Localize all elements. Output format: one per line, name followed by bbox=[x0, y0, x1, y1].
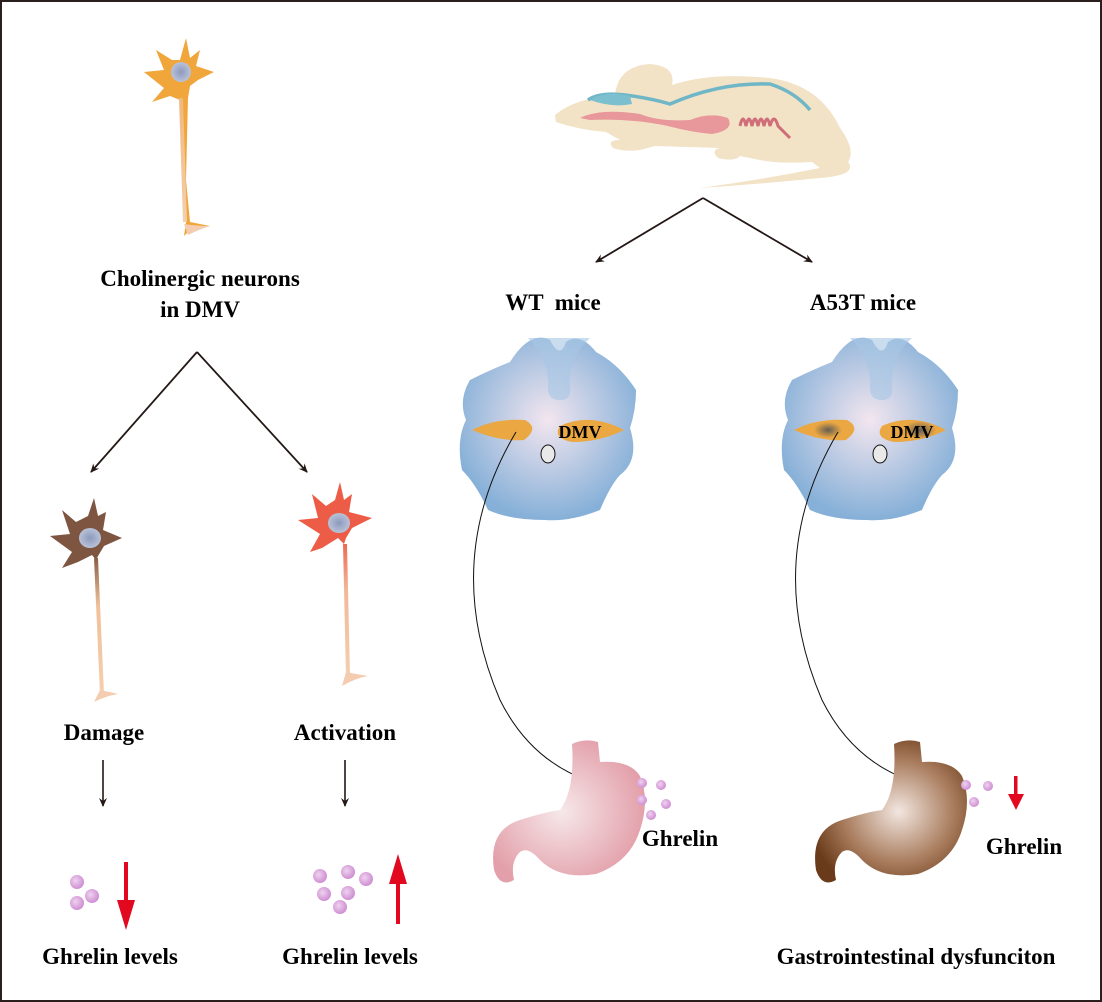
cholinergic-neuron-icon bbox=[144, 38, 214, 236]
gi-dysfunction-label: Gastrointestinal dysfunciton bbox=[777, 944, 1056, 969]
ghrelin-particles-high bbox=[313, 865, 373, 914]
arrow-to-a53t bbox=[702, 197, 813, 263]
activation-label: Activation bbox=[294, 720, 396, 745]
arrow-to-damage bbox=[90, 351, 198, 473]
wt-brainstem-icon bbox=[459, 337, 636, 521]
branch-arrows bbox=[90, 351, 308, 473]
red-down-arrow-icon bbox=[117, 862, 135, 930]
a53t-dmv-label: DMV bbox=[891, 422, 934, 442]
wt-dmv-label: DMV bbox=[559, 422, 602, 442]
wt-stomach-icon bbox=[493, 740, 645, 883]
wt-ghrelin-label: Ghrelin bbox=[642, 826, 718, 851]
red-up-arrow-icon bbox=[389, 854, 407, 924]
a53t-ghrelin-label: Ghrelin bbox=[986, 834, 1062, 859]
a53t-brainstem-icon bbox=[781, 337, 958, 521]
cholinergic-neurons-label-line1: Cholinergic neurons bbox=[100, 266, 300, 291]
activated-neuron-icon bbox=[298, 482, 372, 686]
ghrelin-levels-high-label: Ghrelin levels bbox=[282, 944, 418, 969]
mouse-branch-arrows bbox=[595, 197, 813, 263]
damaged-neuron-icon bbox=[50, 498, 122, 702]
wt-mice-label: WT mice bbox=[505, 290, 600, 315]
damage-label: Damage bbox=[64, 720, 144, 745]
arrow-to-activation bbox=[196, 351, 308, 473]
a53t-mice-label: A53T mice bbox=[810, 290, 916, 315]
ghrelin-levels-low-label: Ghrelin levels bbox=[42, 944, 178, 969]
arrow-to-wt bbox=[595, 197, 704, 263]
ghrelin-particles-low bbox=[70, 875, 99, 910]
a53t-red-down-arrow-icon bbox=[1008, 776, 1024, 810]
wt-ghrelin-particles bbox=[637, 778, 671, 820]
cholinergic-neurons-label-line2: in DMV bbox=[160, 297, 240, 322]
a53t-stomach-icon bbox=[815, 740, 967, 883]
a53t-ghrelin-particles bbox=[961, 780, 993, 807]
mouse-anatomy-icon bbox=[555, 64, 851, 188]
